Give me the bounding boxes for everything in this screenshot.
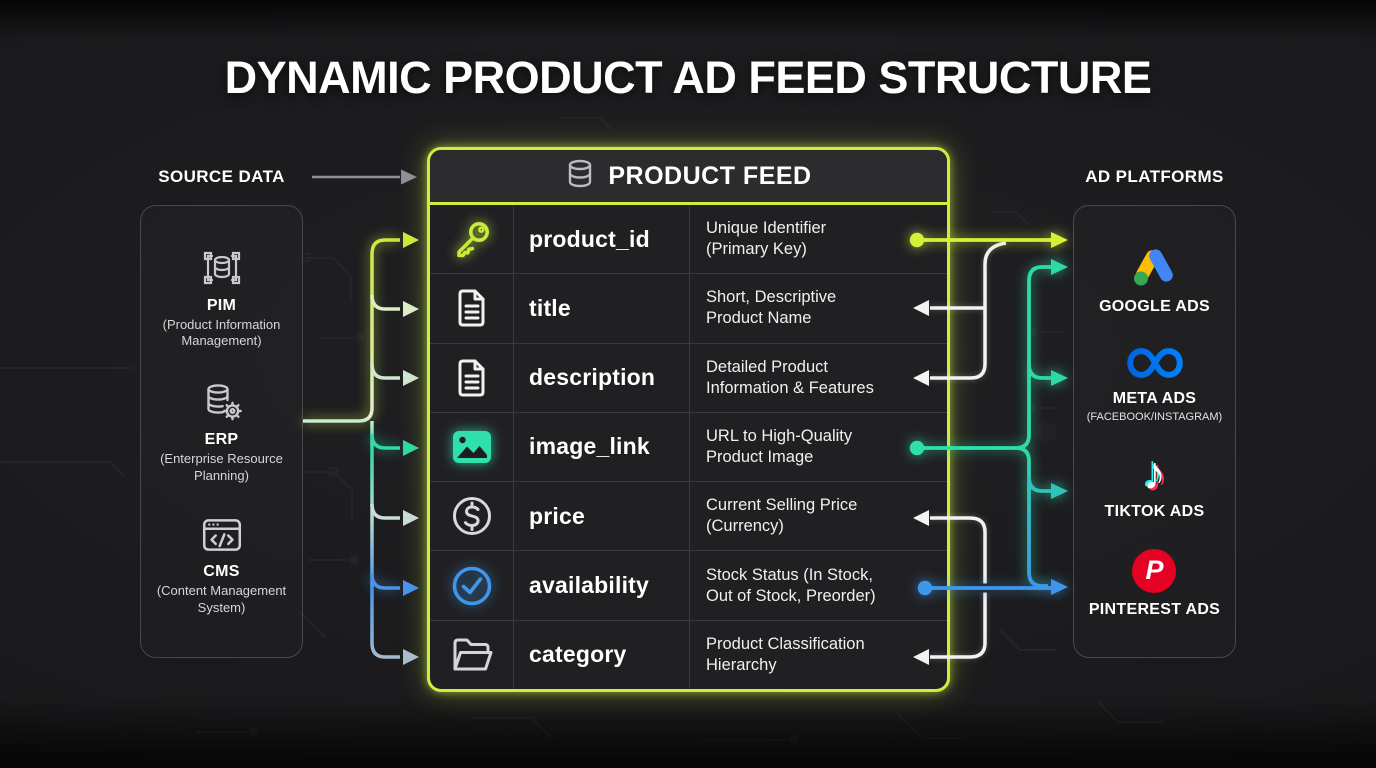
source-item-cms: CMS (Content Management System) (147, 515, 297, 616)
platform-item-pinterest-ads: P PINTEREST ADS (1089, 549, 1220, 619)
platform-item-meta-ads: META ADS (FACEBOOK/INSTAGRAM) (1076, 344, 1234, 424)
tiktok-logo: ♪ (1142, 447, 1166, 500)
field-name: price (529, 502, 585, 529)
platform-sublabel: (FACEBOOK/INSTAGRAM) (1086, 410, 1223, 423)
feed-row-description: description Detailed Product Information… (430, 342, 947, 412)
platform-name: PINTEREST ADS (1088, 601, 1221, 619)
platform-item-google-ads: GOOGLE ADS (1099, 244, 1210, 316)
platform-name: TIKTOK ADS (1104, 503, 1205, 521)
field-name: product_id (529, 225, 650, 252)
ad-platforms-heading: AD PLATFORMS (1085, 167, 1224, 186)
source-data-heading: SOURCE DATA (158, 167, 285, 186)
cms-browser-code-icon (199, 515, 245, 555)
field-description: Detailed Product Information & Features (706, 357, 874, 397)
dollar-circle-icon (430, 482, 514, 551)
feed-row-title: title Short, Descriptive Product Name (430, 273, 947, 343)
source-item-sublabel: (Product Information Management) (162, 316, 281, 349)
platform-item-tiktok-ads: ♪ TIKTOK ADS (1104, 447, 1205, 521)
feed-row-availability: availability Stock Status (In Stock, Out… (430, 550, 947, 620)
source-item-sublabel: (Enterprise Resource Planning) (160, 450, 283, 483)
feed-row-product-id: product_id Unique Identifier (Primary Ke… (430, 205, 947, 274)
source-item-pim: PIM (Product Information Management) (147, 247, 297, 350)
field-name: category (529, 641, 627, 668)
product-feed-table: PRODUCT FEED product_id Unique Identifie… (427, 147, 950, 692)
folder-icon (430, 620, 514, 689)
pim-database-icon (198, 247, 246, 289)
key-icon (430, 205, 514, 274)
field-description: Short, Descriptive Product Name (706, 288, 837, 328)
product-feed-header: PRODUCT FEED (430, 150, 947, 205)
field-description: Stock Status (In Stock, Out of Stock, Pr… (706, 565, 876, 605)
ad-platforms-panel: GOOGLE ADS META ADS (FACEBOOK/INSTAGRAM) (1073, 205, 1236, 658)
file-text-icon (430, 343, 514, 412)
platform-name: META ADS (1112, 389, 1197, 407)
meta-logo (1126, 344, 1183, 382)
google-ads-logo (1130, 244, 1178, 290)
platform-name: GOOGLE ADS (1099, 297, 1210, 315)
erp-database-gear-icon (199, 381, 245, 423)
image-icon (430, 412, 514, 482)
product-feed-title: PRODUCT FEED (608, 161, 812, 190)
source-item-sublabel: (Content Management System) (156, 582, 287, 615)
field-name: availability (529, 572, 650, 599)
feed-row-price: price Current Selling Price (Currency) (430, 481, 947, 551)
source-item-name: CMS (203, 562, 240, 580)
check-circle-icon (430, 551, 514, 620)
page-title: DYNAMIC PRODUCT AD FEED STRUCTURE (224, 52, 1152, 103)
field-name: image_link (529, 433, 650, 460)
source-item-name: PIM (206, 296, 237, 314)
source-item-name: ERP (204, 430, 239, 448)
field-description: Product Classification Hierarchy (706, 634, 865, 674)
field-description: Current Selling Price (Currency) (706, 496, 858, 536)
database-icon (565, 158, 595, 195)
file-text-icon (430, 274, 514, 343)
source-item-erp: ERP (Enterprise Resource Planning) (147, 381, 297, 484)
feed-rows: product_id Unique Identifier (Primary Ke… (430, 205, 947, 689)
feed-row-image-link: image_link URL to High-Quality Product I… (430, 411, 947, 482)
field-name: description (529, 364, 656, 391)
field-name: title (529, 294, 571, 321)
field-description: URL to High-Quality Product Image (706, 427, 853, 466)
field-description: Unique Identifier (Primary Key) (706, 219, 827, 259)
pinterest-logo: P (1132, 549, 1177, 594)
source-data-panel: PIM (Product Information Management) ER (140, 205, 303, 658)
feed-row-category: category Product Classification Hierarch… (430, 619, 947, 689)
